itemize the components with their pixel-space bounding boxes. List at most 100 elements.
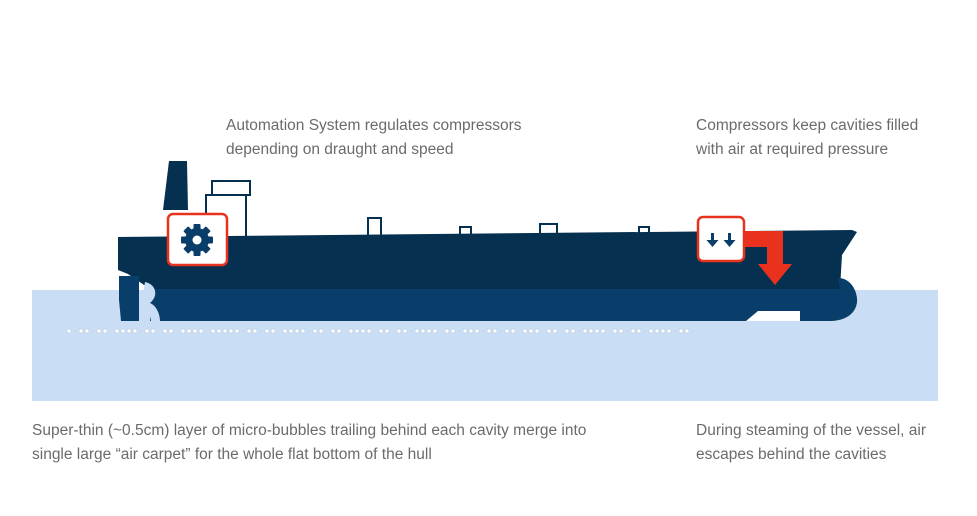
micro-bubble xyxy=(504,328,510,334)
micro-bubble xyxy=(522,328,528,334)
air-flow-arrow-icon xyxy=(741,231,792,285)
micro-bubble xyxy=(144,328,150,334)
ship-hull-upper xyxy=(118,230,857,289)
steaming-caption: During steaming of the vessel, air escap… xyxy=(696,419,926,467)
micro-bubble xyxy=(222,328,228,334)
propeller-aperture xyxy=(141,282,160,321)
micro-bubble xyxy=(600,328,606,334)
micro-bubble xyxy=(570,328,576,334)
micro-bubble xyxy=(336,328,342,334)
automation-system-badge xyxy=(166,212,229,267)
micro-bubble xyxy=(546,328,552,334)
micro-bubbles-caption-line-2: single large “air carpet” for the whole … xyxy=(32,446,432,463)
micro-bubbles-caption-line-1: Super-thin (~0.5cm) layer of micro-bubbl… xyxy=(32,422,587,439)
micro-bubbles-caption: Super-thin (~0.5cm) layer of micro-bubbl… xyxy=(32,419,586,467)
micro-bubble xyxy=(348,328,354,334)
micro-bubble xyxy=(636,328,642,334)
compressors-caption: Compressors keep cavities filled with ai… xyxy=(696,114,918,162)
air-cavity xyxy=(746,311,800,321)
micro-bubble xyxy=(450,328,456,334)
micro-bubble xyxy=(96,328,102,334)
micro-bubble xyxy=(252,328,258,334)
micro-bubble xyxy=(666,328,672,334)
deck-fitting xyxy=(367,217,382,237)
micro-bubble xyxy=(618,328,624,334)
micro-bubble xyxy=(654,328,660,334)
micro-bubble xyxy=(486,328,492,334)
micro-bubble xyxy=(678,328,684,334)
micro-bubble xyxy=(192,328,198,334)
micro-bubble xyxy=(648,328,654,334)
ship-hull-lower xyxy=(150,278,858,321)
micro-bubble xyxy=(288,328,294,334)
micro-bubble xyxy=(120,328,126,334)
micro-bubble xyxy=(564,328,570,334)
micro-bubble xyxy=(126,328,132,334)
micro-bubble xyxy=(228,328,234,334)
micro-bubble xyxy=(432,328,438,334)
micro-bubble xyxy=(414,328,420,334)
micro-bubble xyxy=(396,328,402,334)
micro-bubble xyxy=(378,328,384,334)
micro-bubble xyxy=(186,328,192,334)
micro-bubble xyxy=(114,328,120,334)
micro-bubble xyxy=(384,328,390,334)
micro-bubble xyxy=(198,328,204,334)
steaming-caption-line-2: escapes behind the cavities xyxy=(696,446,887,463)
micro-bubble xyxy=(420,328,426,334)
micro-bubble xyxy=(168,328,174,334)
micro-bubble xyxy=(534,328,540,334)
micro-bubble xyxy=(402,328,408,334)
micro-bubble xyxy=(594,328,600,334)
micro-bubble xyxy=(462,328,468,334)
ship-funnel xyxy=(163,161,188,210)
ship-rudder xyxy=(119,276,139,321)
micro-bubble xyxy=(630,328,636,334)
micro-bubble xyxy=(162,328,168,334)
micro-bubble xyxy=(474,328,480,334)
micro-bubble xyxy=(102,328,108,334)
micro-bubble xyxy=(234,328,240,334)
micro-bubble xyxy=(426,328,432,334)
micro-bubble xyxy=(150,328,156,334)
micro-bubble xyxy=(528,328,534,334)
ship xyxy=(118,161,858,321)
micro-bubble xyxy=(270,328,276,334)
automation-caption-line-1: Automation System regulates compressors xyxy=(226,117,522,134)
micro-bubble xyxy=(660,328,666,334)
micro-bubble xyxy=(318,328,324,334)
micro-bubble xyxy=(180,328,186,334)
steaming-caption-line-1: During steaming of the vessel, air xyxy=(696,422,927,439)
micro-bubble xyxy=(330,328,336,334)
micro-bubble xyxy=(84,328,90,334)
micro-bubble xyxy=(684,328,690,334)
micro-bubble xyxy=(510,328,516,334)
automation-caption: Automation System regulates compressors … xyxy=(226,114,521,162)
micro-bubble xyxy=(468,328,474,334)
micro-bubble xyxy=(300,328,306,334)
micro-bubble xyxy=(366,328,372,334)
ship-superstructure-top xyxy=(211,180,251,196)
micro-bubble xyxy=(78,328,84,334)
micro-bubble-trail xyxy=(66,328,690,334)
micro-bubble xyxy=(264,328,270,334)
micro-bubble xyxy=(552,328,558,334)
compressor-badge xyxy=(696,215,746,263)
compressors-caption-line-2: with air at required pressure xyxy=(696,141,889,158)
micro-bubble xyxy=(246,328,252,334)
micro-bubble xyxy=(354,328,360,334)
micro-bubble xyxy=(282,328,288,334)
micro-bubble xyxy=(588,328,594,334)
micro-bubble xyxy=(210,328,216,334)
micro-bubble xyxy=(444,328,450,334)
micro-bubble xyxy=(360,328,366,334)
micro-bubble xyxy=(66,328,72,334)
automation-caption-line-2: depending on draught and speed xyxy=(226,141,454,158)
micro-bubble xyxy=(216,328,222,334)
double-down-arrow-icon xyxy=(706,233,736,247)
micro-bubble xyxy=(132,328,138,334)
micro-bubble xyxy=(612,328,618,334)
micro-bubble xyxy=(312,328,318,334)
compressors-caption-line-1: Compressors keep cavities filled xyxy=(696,117,919,134)
